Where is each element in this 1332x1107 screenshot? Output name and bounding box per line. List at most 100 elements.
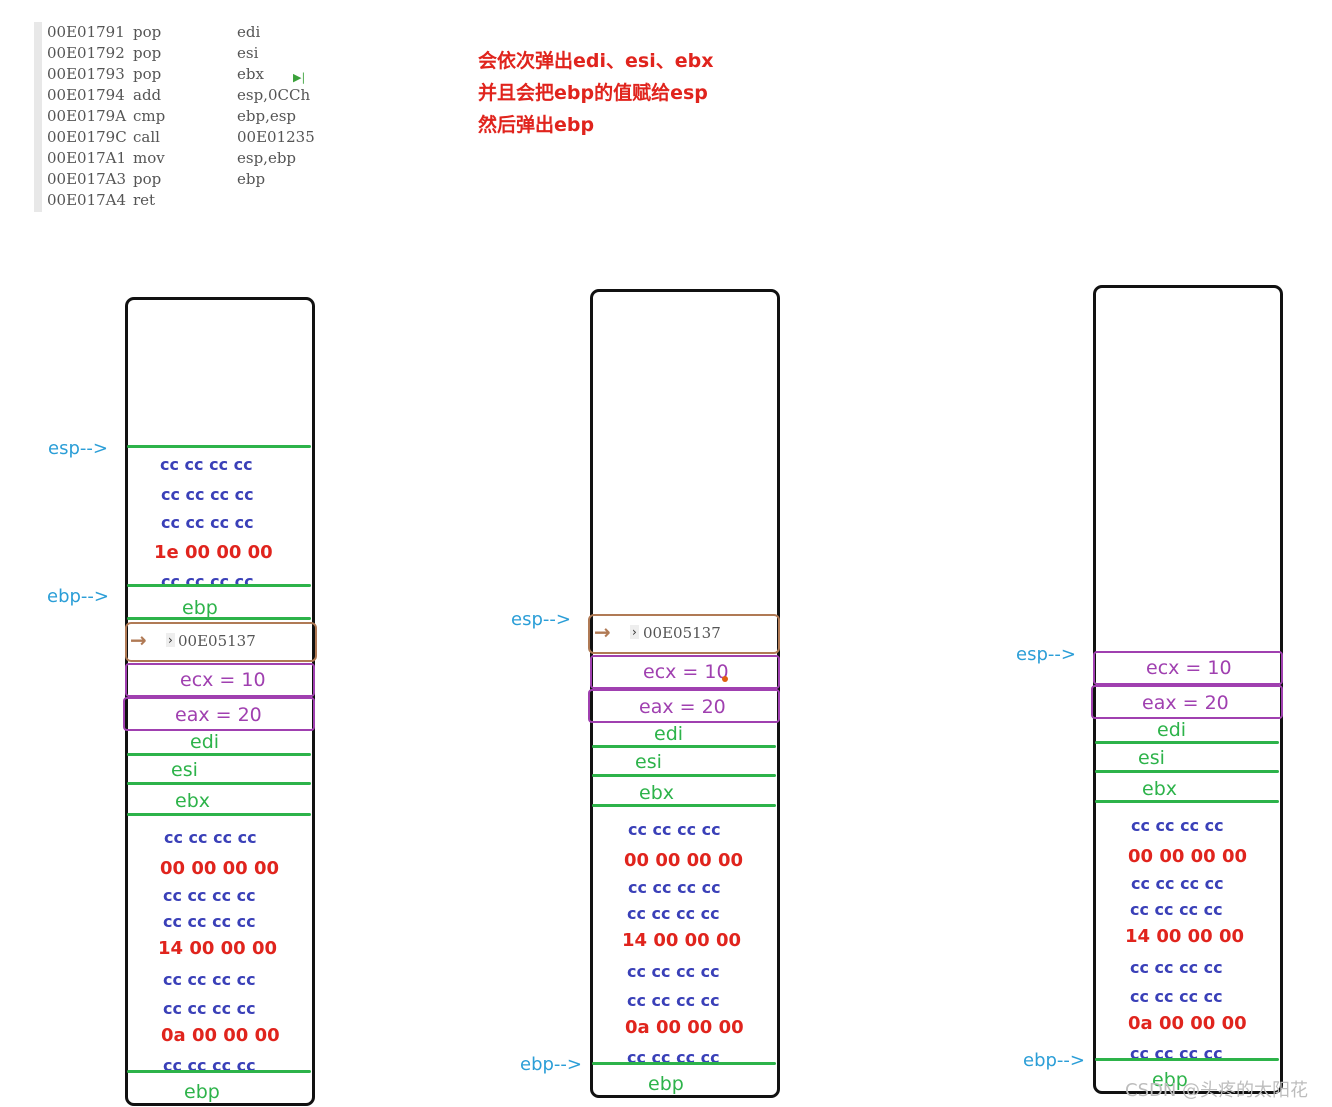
- saved-ebx-2: ebx: [639, 782, 674, 804]
- asm-opcode: ret: [133, 191, 156, 209]
- asm-address: 00E017A1: [47, 149, 127, 167]
- param-eax-3: eax = 20: [1142, 692, 1229, 714]
- stack-cell: cc cc cc cc: [627, 904, 720, 923]
- asm-operand: ebx: [237, 65, 264, 83]
- stack-cell: 00 00 00 00: [160, 858, 279, 879]
- asm-operand: 00E01235: [237, 128, 315, 146]
- stack-cell: cc cc cc cc: [1130, 958, 1223, 977]
- stack-cell: cc cc cc cc: [161, 513, 254, 532]
- note-line-2: 并且会把ebp的值赋给esp: [478, 82, 708, 104]
- watermark: CSDN @头疼的太阳花: [1125, 1080, 1309, 1101]
- arrow-right-icon: →: [130, 628, 147, 652]
- stack-cell: cc cc cc cc: [628, 878, 721, 897]
- param-box-eax-3: [1091, 685, 1283, 719]
- asm-operand: esi: [237, 44, 259, 62]
- divider: [127, 1070, 311, 1073]
- divider: [1095, 741, 1279, 744]
- stack-cell: 0a 00 00 00: [161, 1025, 280, 1046]
- return-address-1: 00E05137: [178, 632, 256, 650]
- param-ecx-3: ecx = 10: [1146, 657, 1232, 679]
- stack-cell: cc cc cc cc: [1131, 874, 1224, 893]
- stack-frame-3: [1093, 285, 1283, 1094]
- asm-opcode: call: [133, 128, 160, 146]
- esp-pointer-2: esp-->: [511, 609, 571, 630]
- asm-address: 00E017A4: [47, 191, 127, 209]
- bottom-ebp-1: ebp: [184, 1081, 220, 1103]
- return-address-2: 00E05137: [643, 624, 721, 642]
- divider: [127, 782, 311, 785]
- saved-edi-1: edi: [190, 731, 220, 753]
- asm-address: 00E01792: [47, 44, 125, 62]
- stack-cell: 00 00 00 00: [1128, 846, 1247, 867]
- asm-address: 00E017A3: [47, 170, 127, 188]
- esp-pointer-3: esp-->: [1016, 644, 1076, 665]
- asm-address: 00E01791: [47, 23, 125, 41]
- ebp-line-1: [127, 584, 311, 587]
- stack-cell: cc cc cc cc: [163, 970, 256, 989]
- divider: [127, 753, 311, 756]
- param-box-eax-1: [123, 697, 315, 731]
- asm-opcode: pop: [133, 44, 162, 62]
- chevron-right-icon: ›: [630, 625, 639, 639]
- saved-esi-1: esi: [171, 759, 198, 781]
- saved-ebp-1: ebp: [182, 597, 218, 619]
- stack-cell: cc cc cc cc: [164, 828, 257, 847]
- stack-cell: cc cc cc cc: [1130, 987, 1223, 1006]
- divider: [1095, 1058, 1279, 1061]
- stack-cell: 14 00 00 00: [622, 930, 741, 951]
- stack-cell: 00 00 00 00: [624, 850, 743, 871]
- stack-frame-1: [125, 297, 315, 1106]
- saved-esi-2: esi: [635, 751, 662, 773]
- param-box-eax-2: [588, 689, 780, 723]
- asm-address: 00E0179A: [47, 107, 127, 125]
- asm-opcode: mov: [133, 149, 165, 167]
- divider: [592, 774, 776, 777]
- stack-cell: cc cc cc cc: [161, 485, 254, 504]
- return-address-box-2: [588, 614, 780, 654]
- bottom-ebp-3: ebp: [1152, 1069, 1188, 1091]
- stack-cell: 14 00 00 00: [158, 938, 277, 959]
- stack-cell: 0a 00 00 00: [1128, 1013, 1247, 1034]
- param-ecx-1: ecx = 10: [180, 669, 266, 691]
- asm-opcode: cmp: [133, 107, 166, 125]
- stack-cell: cc cc cc cc: [627, 962, 720, 981]
- divider: [592, 1062, 776, 1065]
- divider: [592, 745, 776, 748]
- divider: [592, 804, 776, 807]
- asm-opcode: pop: [133, 23, 162, 41]
- stack-cell: cc cc cc cc: [160, 455, 253, 474]
- bottom-ebp-2: ebp: [648, 1073, 684, 1095]
- param-box-ecx-2: [590, 655, 780, 689]
- stack-cell: cc cc cc cc: [1130, 900, 1223, 919]
- stack-cell: cc cc cc cc: [628, 820, 721, 839]
- saved-esi-3: esi: [1138, 747, 1165, 769]
- esp-pointer-1: esp-->: [48, 438, 108, 459]
- saved-edi-3: edi: [1157, 719, 1187, 741]
- divider: [1095, 770, 1279, 773]
- param-box-ecx-1: [125, 663, 315, 697]
- asm-opcode: pop: [133, 65, 162, 83]
- ebp-pointer-2: ebp-->: [520, 1054, 582, 1075]
- param-box-ecx-3: [1093, 651, 1283, 685]
- note-line-3: 然后弹出ebp: [478, 114, 595, 136]
- stack-cell: 1e 00 00 00: [154, 542, 273, 563]
- stack-cell: cc cc cc cc: [627, 991, 720, 1010]
- saved-ebx-1: ebx: [175, 790, 210, 812]
- return-address-box-1: [125, 622, 317, 662]
- stack-cell: 14 00 00 00: [1125, 926, 1244, 947]
- asm-address: 00E01794: [47, 86, 125, 104]
- asm-operand: esp,0CCh: [237, 86, 311, 104]
- asm-operand: ebp,esp: [237, 107, 297, 125]
- param-eax-1: eax = 20: [175, 704, 262, 726]
- stack-cell: cc cc cc cc: [1131, 816, 1224, 835]
- asm-address: 00E0179C: [47, 128, 127, 146]
- run-to-cursor-icon[interactable]: ▶|: [293, 71, 306, 84]
- divider: [127, 617, 311, 620]
- chevron-right-icon: ›: [166, 633, 175, 647]
- param-ecx-2: ecx = 10: [643, 661, 729, 683]
- esp-line-1: [127, 445, 311, 448]
- asm-opcode: add: [133, 86, 162, 104]
- asm-operand: edi: [237, 23, 261, 41]
